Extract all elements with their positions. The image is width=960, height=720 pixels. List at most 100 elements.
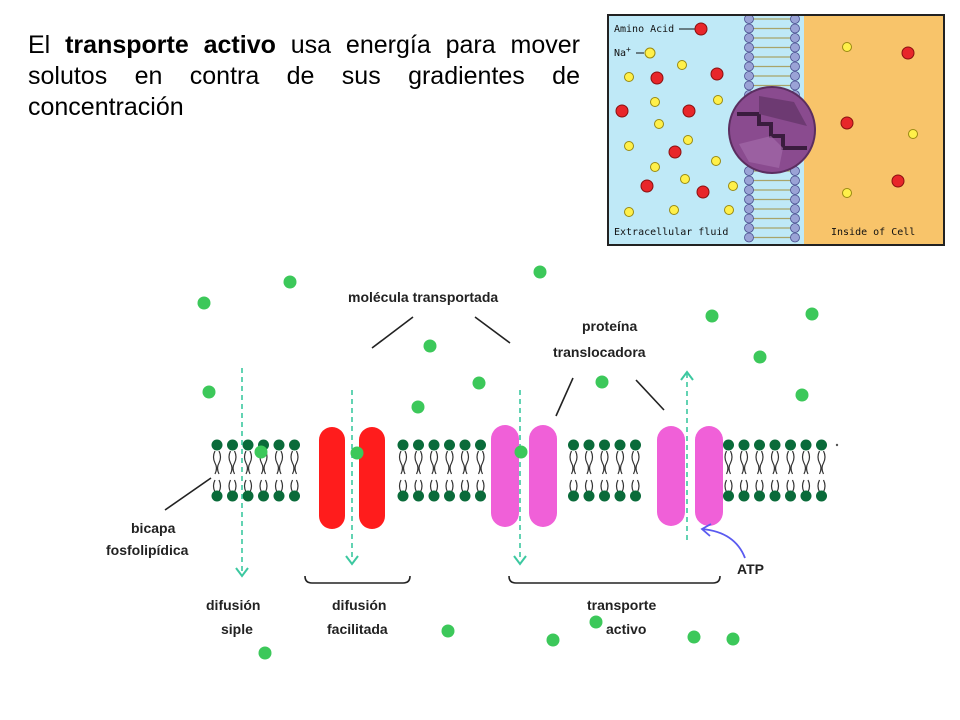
inset-phospholipid <box>744 185 800 195</box>
molecule-dot <box>795 388 809 402</box>
arrow-heads <box>235 370 694 578</box>
transported-molecules <box>197 265 839 660</box>
inset-phospholipid <box>744 61 800 72</box>
molecule-label: molécula transportada <box>348 289 498 305</box>
phospholipid <box>599 439 610 502</box>
inset-phospholipid <box>744 175 800 186</box>
inset-phospholipid <box>744 71 800 81</box>
protein-label-line-1: proteína <box>582 318 637 334</box>
facilitated-diffusion-label-1: difusión <box>332 597 386 613</box>
sodium-dot <box>669 205 679 215</box>
sodium-dot <box>624 72 634 82</box>
simple-diffusion-label-1: difusión <box>206 597 260 613</box>
phospholipid <box>816 439 827 502</box>
sodium-dot <box>724 205 734 215</box>
molecule-dot <box>589 615 603 629</box>
sodium-dot <box>677 60 687 70</box>
phospholipid <box>459 439 471 502</box>
molecule-dot <box>423 339 437 353</box>
phospholipid <box>242 439 254 502</box>
diffusion-arrows <box>241 368 688 572</box>
legend-amino-label: Amino Acid <box>614 24 674 35</box>
carrier-protein-1 <box>491 425 557 527</box>
active-transport-label-2: activo <box>606 621 646 637</box>
sodium-dot <box>908 129 918 139</box>
amino-acid-dot <box>891 174 905 188</box>
intro-before: El <box>28 31 66 59</box>
carrier-protein-2 <box>657 426 723 526</box>
phospholipid-bilayer <box>211 439 827 502</box>
inset-phospholipid <box>744 194 800 205</box>
amino-acid-dot <box>710 67 724 81</box>
molecule-dot <box>197 296 211 310</box>
molecule-dot <box>753 350 767 364</box>
molecule-dot <box>258 646 272 660</box>
phospholipid <box>738 439 750 502</box>
sodium-dot <box>650 97 660 107</box>
protein-label-line-2: translocadora <box>553 344 646 360</box>
extracellular-label: Extracellular fluid <box>614 227 728 238</box>
amino-acid-dot <box>650 71 664 85</box>
phospholipid <box>723 439 734 502</box>
phospholipid <box>397 439 409 502</box>
bilayer-label-line-2: fosfolipídica <box>106 542 189 558</box>
phospholipid <box>785 439 796 502</box>
inset-phospholipid <box>744 232 800 243</box>
intro-after: usa energía para mover solutos en contra… <box>28 31 580 121</box>
intracellular-region <box>804 16 943 244</box>
phospholipid <box>800 439 812 502</box>
inset-phospholipid <box>744 42 800 53</box>
facilitated-diffusion-label-2: facilitada <box>327 621 388 637</box>
amino-acid-dot <box>696 185 710 199</box>
membrane-transport-diagram: molécula transportada proteína transloca… <box>106 265 839 660</box>
amino-acid-dot <box>901 46 915 60</box>
sodium-dot <box>842 188 852 198</box>
molecule-dot <box>514 445 528 459</box>
phospholipid <box>630 439 641 502</box>
sodium-dot <box>713 95 723 105</box>
molecule-dot <box>726 632 740 646</box>
phospholipid <box>475 439 486 502</box>
amino-acid-dot <box>615 104 629 118</box>
sodium-dot <box>680 174 690 184</box>
active-brace <box>508 575 721 584</box>
phospholipid <box>614 439 626 502</box>
atp-arrow-head <box>700 523 712 537</box>
inset-phospholipid <box>744 80 800 91</box>
atp-label: ATP <box>737 561 764 577</box>
inset-phospholipid <box>744 33 800 43</box>
legend-na-dot <box>644 47 656 59</box>
inset-phospholipid <box>744 223 800 233</box>
sodium-dot <box>624 141 634 151</box>
molecule-dot <box>805 307 819 321</box>
inset-phospholipid <box>744 52 800 62</box>
molecule-dot <box>254 445 268 459</box>
molecule-dot <box>705 309 719 323</box>
inside-cell-label: Inside of Cell <box>831 227 915 238</box>
molecule-dot <box>202 385 216 399</box>
sodium-dot <box>654 119 664 129</box>
inset-protein <box>728 86 816 174</box>
phospholipid <box>413 439 424 502</box>
phospholipid <box>211 439 223 502</box>
molecule-dot <box>350 446 364 460</box>
sodium-dot <box>650 162 660 172</box>
inset-legend: Amino Acid Na+ <box>614 22 708 59</box>
inset-phospholipid <box>744 16 800 24</box>
phospholipid <box>769 439 781 502</box>
legend-amino-dot <box>694 22 708 36</box>
phospholipid <box>754 439 765 502</box>
amino-acid-dot <box>640 179 654 193</box>
sodium-dot <box>728 181 738 191</box>
molecule-dot <box>411 400 425 414</box>
sodium-dot <box>842 42 852 52</box>
inset-phospholipid <box>744 23 800 34</box>
channel-protein <box>319 427 385 529</box>
phospholipid <box>289 439 300 502</box>
bilayer-label-line-1: bicapa <box>131 520 176 536</box>
phospholipid <box>444 439 455 502</box>
legend-na-label: Na+ <box>614 45 631 59</box>
molecule-dot <box>283 275 297 289</box>
phospholipid <box>568 439 579 502</box>
pointer-lines <box>164 316 665 511</box>
